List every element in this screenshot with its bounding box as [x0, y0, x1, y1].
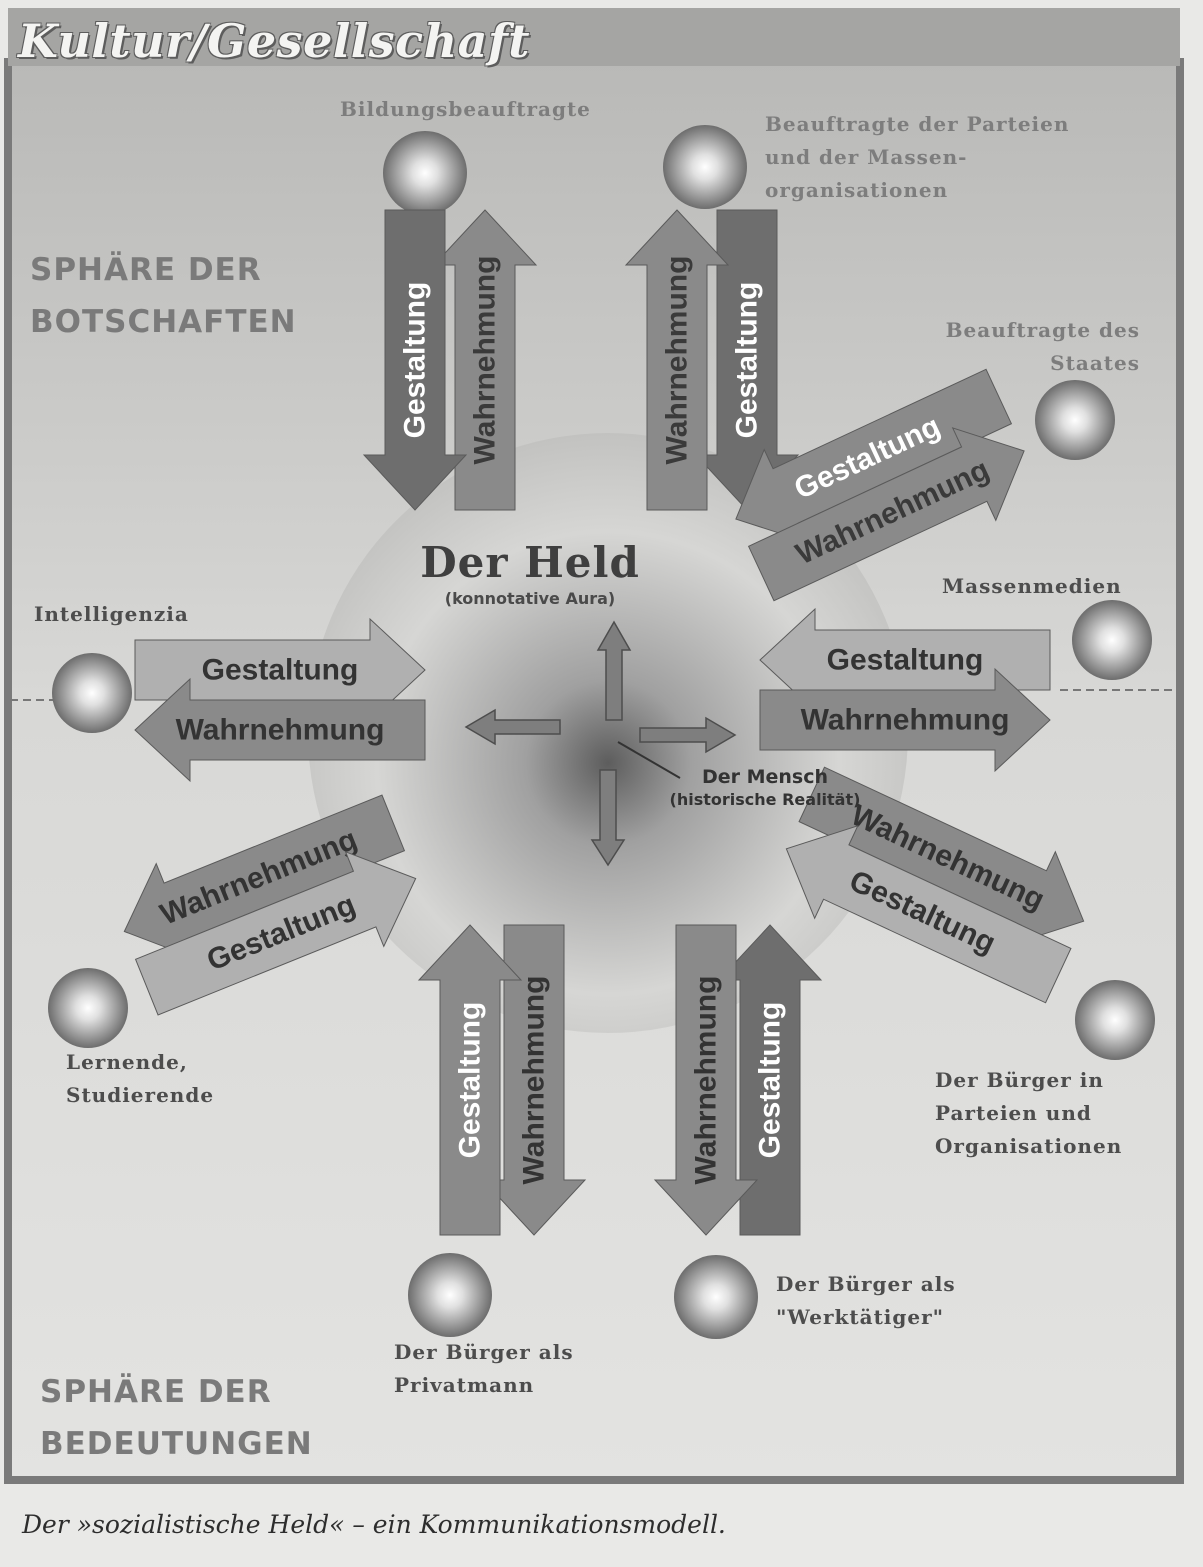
sphere-label-bedeutungen-line1: SPHÄRE DER: [40, 1374, 272, 1410]
arrow-medien-wahrnehmung: [759, 667, 1051, 773]
arrow-parteien-wahrnehmung: [624, 209, 730, 511]
title-band: [8, 8, 1180, 66]
arrow-label-parteien-wahrnehmung: Wahrnehmung: [661, 256, 694, 465]
node-label-privat: Der Bürger als Privatmann: [394, 1340, 574, 1397]
node-label-lernende: Lernende, Studierende: [66, 1050, 215, 1107]
arrow-buerger-org-gestaltung: [785, 824, 1072, 1004]
sphere-label-botschaften-line2: BOTSCHAFTEN: [30, 304, 297, 340]
sphere-label-bedeutungen: SPHÄRE DER BEDEUTUNGEN: [40, 1366, 313, 1470]
node-ball-privat: [408, 1253, 492, 1337]
node-ball-werk: [674, 1255, 758, 1339]
mensch-subtitle: (historische Realität): [669, 790, 861, 809]
node-label-medien: Massenmedien: [942, 574, 1122, 598]
node-label-staat: Beauftragte des Staates: [945, 318, 1140, 375]
arrow-label-bildung-gestaltung: Gestaltung: [399, 282, 432, 439]
node-label-intelligenz: Intelligenzia: [34, 602, 189, 626]
arrow-bildung-gestaltung: [362, 209, 468, 511]
hero-subtitle: (konnotative Aura): [444, 589, 616, 608]
arrow-label-privat-gestaltung: Gestaltung: [454, 1002, 487, 1159]
arrow-pair-parteien: Gestaltung Wahrnehmung: [624, 209, 800, 511]
arrow-intelligenz-wahrnehmung: [134, 677, 426, 783]
arrow-pair-bildung: Wahrnehmung Gestaltung: [362, 209, 538, 511]
arrow-label-parteien-gestaltung: Gestaltung: [731, 282, 764, 439]
sphere-label-botschaften: SPHÄRE DER BOTSCHAFTEN: [30, 244, 297, 348]
node-ball-medien: [1072, 600, 1152, 680]
mensch-label: Der Mensch (historische Realität): [640, 766, 890, 809]
arrow-label-werk-wahrnehmung: Wahrnehmung: [690, 976, 723, 1185]
arrow-label-werk-gestaltung: Gestaltung: [754, 1002, 787, 1159]
arrow-label-intelligenz-gestaltung: Gestaltung: [202, 654, 359, 687]
arrow-label-medien-wahrnehmung: Wahrnehmung: [801, 704, 1010, 737]
arrow-werk-wahrnehmung: [653, 924, 759, 1236]
node-label-bildung: Bildungsbeauftragte: [340, 97, 591, 121]
arrow-label-privat-wahrnehmung: Wahrnehmung: [518, 976, 551, 1185]
mensch-title: Der Mensch: [701, 766, 829, 788]
sphere-label-bedeutungen-line2: BEDEUTUNGEN: [40, 1426, 313, 1462]
hero-circle: [308, 433, 908, 1033]
node-ball-intelligenz: [52, 653, 132, 733]
arrow-parteien-gestaltung: [694, 209, 800, 511]
arrow-label-intelligenz-wahrnehmung: Wahrnehmung: [176, 714, 385, 747]
node-ball-bildung: [383, 131, 467, 215]
node-label-werk: Der Bürger als "Werktätiger": [776, 1272, 956, 1329]
arrow-pair-werk: Gestaltung Wahrnehmung: [653, 924, 823, 1236]
page-title: Kultur/Gesellschaft: [18, 14, 530, 68]
hero-title: Der Held: [420, 538, 640, 587]
arrow-bildung-wahrnehmung: [432, 209, 538, 511]
human-cross-arrows: [464, 620, 737, 867]
arrow-pair-privat: Wahrnehmung Gestaltung: [417, 924, 587, 1236]
arrow-staat-wahrnehmung: [747, 427, 1025, 602]
node-ball-buerger-org: [1075, 980, 1155, 1060]
arrow-privat-gestaltung: [417, 924, 523, 1236]
figure-caption: Der »sozialistische Held« – ein Kommunik…: [22, 1510, 726, 1539]
arrow-label-bildung-wahrnehmung: Wahrnehmung: [469, 256, 502, 465]
node-ball-lernende: [48, 968, 128, 1048]
node-ball-parteien: [663, 125, 747, 209]
arrow-lernende-gestaltung: [134, 850, 417, 1016]
arrow-label-medien-gestaltung: Gestaltung: [827, 644, 984, 677]
sphere-label-botschaften-line1: SPHÄRE DER: [30, 252, 262, 288]
node-label-parteien: Beauftragte der Parteien und der Massen-…: [765, 112, 1070, 202]
node-ball-staat: [1035, 380, 1115, 460]
mensch-pointer: [617, 741, 681, 779]
hero-label: Der Held (konnotative Aura): [350, 538, 710, 608]
node-label-buerger-org: Der Bürger in Parteien und Organisatione…: [935, 1068, 1123, 1158]
